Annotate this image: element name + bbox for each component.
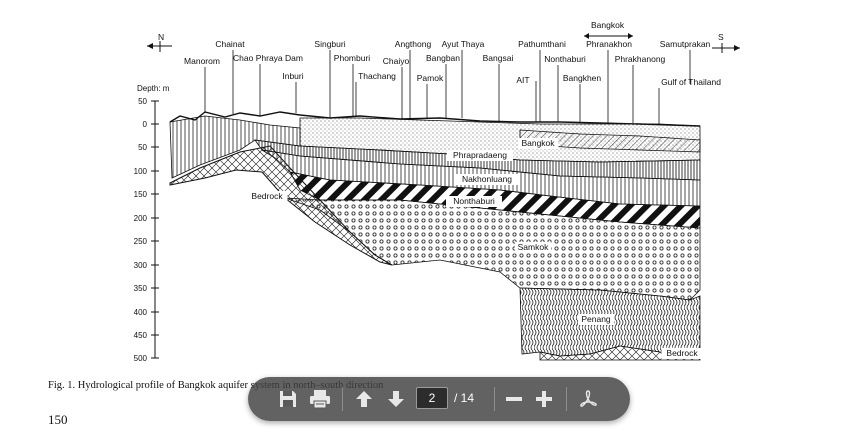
place-label: Pamok (417, 73, 444, 83)
open-in-acrobat-button[interactable] (574, 385, 602, 413)
toolbar-separator (494, 387, 495, 411)
save-button[interactable] (274, 385, 302, 413)
place-label: Singburi (314, 39, 345, 49)
depth-tick-label: 350 (134, 284, 148, 293)
print-icon (310, 390, 330, 409)
place-label: Pathumthani (518, 39, 566, 49)
place-label: Chaiyo (383, 56, 410, 66)
aquifer-layer-label: Nakhonluang (462, 174, 512, 184)
place-label: Chao Phraya Dam (233, 53, 303, 63)
figure-caption: Fig. 1. Hydrological profile of Bangkok … (48, 380, 384, 391)
save-icon (280, 391, 296, 407)
place-label: Gulf of Thailand (661, 77, 721, 87)
layer-label-background (456, 174, 518, 185)
place-label: Manorom (184, 56, 220, 66)
zoom-in-button[interactable] (530, 385, 558, 413)
place-label: Chainat (215, 39, 245, 49)
depth-tick-label: 200 (134, 214, 148, 223)
zoom-out-icon (506, 397, 522, 401)
page-total-label: / 14 (454, 391, 475, 405)
depth-tick-label: 400 (134, 308, 148, 317)
geologic-profile: BangkokPhrapradaengNakhonluangNonthaburi… (169, 111, 703, 361)
north-label: N (158, 32, 164, 42)
place-label: Thachang (358, 71, 396, 81)
arrow-down-icon (388, 391, 404, 407)
depth-tick-label: 250 (134, 237, 148, 246)
south-label: S (718, 32, 724, 42)
depth-tick-label: 150 (134, 190, 148, 199)
depth-tick-label: 50 (138, 97, 147, 106)
depth-tick-label: 450 (134, 331, 148, 340)
layer-label-background (515, 242, 551, 253)
bangkok-bracket-label: Bangkok (591, 20, 625, 30)
arrow-up-icon (356, 391, 372, 407)
page-number: 150 (48, 412, 68, 427)
depth-unit-label: Depth: m (137, 84, 170, 93)
aquifer-layer-label: Bangkok (521, 138, 555, 148)
aquifer-layer-label: Nonthaburi (453, 196, 495, 206)
layer-label-background (517, 138, 559, 149)
layer-label-background (447, 150, 513, 161)
previous-page-button[interactable] (350, 385, 378, 413)
bedrock-label: Bedrock (666, 348, 698, 358)
place-label: Inburi (282, 71, 303, 81)
place-label: Bangban (426, 53, 460, 63)
layer-label-group: BangkokPhrapradaengNakhonluangNonthaburi… (246, 138, 703, 359)
layer-label-background (446, 196, 502, 207)
bedrock-label-background (246, 191, 288, 202)
zoom-in-icon (536, 391, 552, 407)
depth-tick-label: 300 (134, 261, 148, 270)
pdf-viewer-toolbar: / 14 (248, 377, 630, 421)
depth-tick-label: 50 (138, 143, 147, 152)
place-label: Phomburi (334, 53, 370, 63)
aquifer-layer-label: Penang (581, 314, 611, 324)
place-label: Bangkhen (563, 73, 602, 83)
next-page-button[interactable] (382, 385, 410, 413)
aquifer-layer-label: Phrapradaeng (453, 150, 507, 160)
acrobat-icon (580, 390, 597, 407)
toolbar-separator (342, 387, 343, 411)
place-label: AIT (516, 75, 529, 85)
place-label: Nonthaburi (544, 54, 586, 64)
page-number-input[interactable] (416, 387, 448, 409)
bangkok-bracket: Bangkok (584, 20, 633, 39)
place-label: Phrakhanong (615, 54, 666, 64)
bedrock-label-background (661, 348, 703, 359)
layer-label-background (578, 314, 614, 325)
aquifer-layer-label: Samkok (518, 242, 549, 252)
zoom-out-button[interactable] (500, 385, 528, 413)
place-label: Angthong (395, 39, 432, 49)
south-arrow: S (712, 32, 740, 53)
bedrock-label: Bedrock (251, 191, 283, 201)
place-label: Samutprakan (660, 39, 711, 49)
print-button[interactable] (306, 385, 334, 413)
place-label: Phranakhon (586, 39, 632, 49)
place-label: Ayut Thaya (442, 39, 485, 49)
depth-tick-label: 500 (134, 354, 148, 363)
place-label: Bangsai (483, 53, 514, 63)
north-arrow: N (147, 32, 172, 52)
toolbar-separator (566, 387, 567, 411)
depth-tick-label: 0 (143, 120, 148, 129)
depth-tick-label: 100 (134, 167, 148, 176)
